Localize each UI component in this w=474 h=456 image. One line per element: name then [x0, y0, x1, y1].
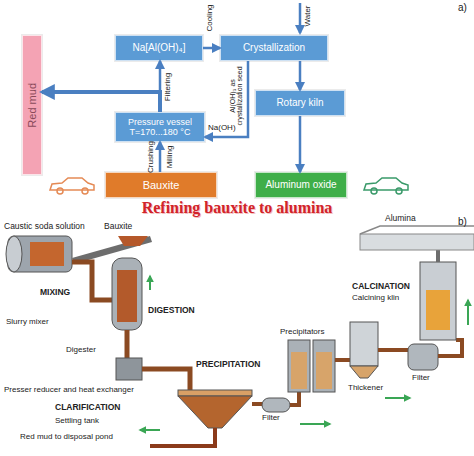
node-label: Na[Al(OH)₄]	[133, 42, 186, 54]
flow-arrow	[140, 429, 160, 431]
node-label: Bauxite	[143, 179, 180, 192]
precipitate	[316, 352, 332, 389]
stream-label: Na(OH)	[208, 124, 236, 133]
car-wheel	[396, 188, 402, 194]
stage-label: DIGESTION	[148, 306, 195, 315]
step-label: Milling	[166, 146, 175, 169]
car-wheel	[57, 188, 63, 194]
part-label: Settling tank	[55, 417, 99, 426]
car-wheel	[371, 188, 377, 194]
stage-label: PRECIPITATION	[196, 360, 260, 369]
part-label: Precipitators	[280, 328, 324, 337]
process-box: Pressure vesselT=170...180 °C	[115, 112, 205, 142]
flow-arrow	[467, 300, 469, 325]
process-box: Rotary kiln	[255, 90, 345, 116]
silo-roof	[360, 226, 474, 234]
slurry-pipe	[72, 262, 112, 300]
pipe	[142, 369, 190, 392]
car-icon	[364, 178, 408, 194]
input-box: Bauxite	[105, 172, 217, 198]
part-label: Caustic soda solution	[4, 222, 85, 231]
process-box: Na[Al(OH)₄]	[115, 35, 203, 61]
flow-arrow	[300, 423, 330, 425]
kiln-flame	[426, 290, 450, 330]
filter	[262, 398, 290, 412]
part-label: Thickener	[348, 384, 383, 393]
part-label: Filter	[262, 414, 280, 423]
flow-arrow	[42, 92, 160, 112]
bauxite-pile	[118, 236, 148, 246]
stage-label: MIXING	[40, 288, 70, 297]
pipe	[438, 340, 462, 356]
flow-arrow	[299, 116, 302, 172]
node-label: Aluminum oxide	[265, 179, 336, 191]
part-label: Calcining klin	[352, 294, 399, 303]
part-label: Alumina	[385, 214, 416, 223]
panel-label: a)	[458, 2, 467, 13]
flow-arrow	[159, 61, 162, 112]
part-label: Slurry mixer	[6, 318, 49, 327]
flow-arrow	[203, 47, 220, 50]
pipe	[125, 330, 130, 360]
tank-rim	[178, 390, 252, 396]
digester-content	[117, 270, 137, 322]
pipe	[290, 392, 299, 405]
node-label: Rotary kiln	[276, 97, 323, 109]
part-label: Presser reducer and heat exchanger	[4, 386, 134, 395]
precipitator	[288, 340, 310, 392]
panel-label: b)	[458, 216, 467, 227]
edge-label: Filtering	[164, 73, 172, 101]
precipitator	[313, 340, 335, 392]
node-label: Pressure vessel	[128, 117, 192, 127]
part-label: Filter	[412, 374, 430, 383]
output-band: Red mud	[22, 35, 42, 175]
water-arrow	[299, 3, 302, 33]
node-label: Red mud	[26, 83, 39, 128]
conveyor	[436, 250, 440, 262]
process-box: Crystallization	[220, 35, 328, 61]
stage-label: CALCINATION	[352, 282, 410, 291]
part-label: Digester	[66, 346, 96, 355]
output-box: Aluminum oxide	[255, 172, 347, 198]
settling-tank	[178, 396, 252, 428]
pipe	[378, 348, 408, 352]
mixer-end	[6, 236, 22, 272]
calcining-kiln	[420, 262, 456, 340]
heat-exchanger	[116, 358, 142, 380]
edge-label: Cooling	[206, 4, 214, 31]
thickener-cone	[350, 366, 378, 378]
car-wheel	[82, 188, 88, 194]
precipitate	[291, 352, 307, 389]
flow-arrow	[385, 397, 410, 399]
node-label: Crystallization	[243, 42, 305, 54]
pipe	[335, 358, 350, 362]
flow-arrow	[159, 142, 162, 172]
edge-label: Al(OH)₃ as crystallization seed	[229, 63, 244, 129]
edge-label: Crushing	[147, 141, 155, 173]
node-detail: T=170...180 °C	[130, 127, 191, 137]
thickener	[350, 322, 378, 366]
part-label: Red mud to disposal pond	[20, 433, 113, 442]
part-label: Bauxite	[104, 222, 132, 231]
flow-arrow	[149, 276, 151, 290]
flow-arrow	[205, 61, 248, 137]
slurry	[30, 242, 64, 266]
flow-arrows	[140, 276, 468, 430]
stage-label: CLARIFICATION	[55, 403, 120, 412]
alumina-silo	[360, 234, 474, 250]
flow-arrow	[299, 61, 302, 90]
digester-vessel	[112, 258, 142, 330]
car-icon	[50, 178, 94, 194]
filter	[408, 344, 438, 370]
stream-label: Water	[304, 5, 313, 26]
